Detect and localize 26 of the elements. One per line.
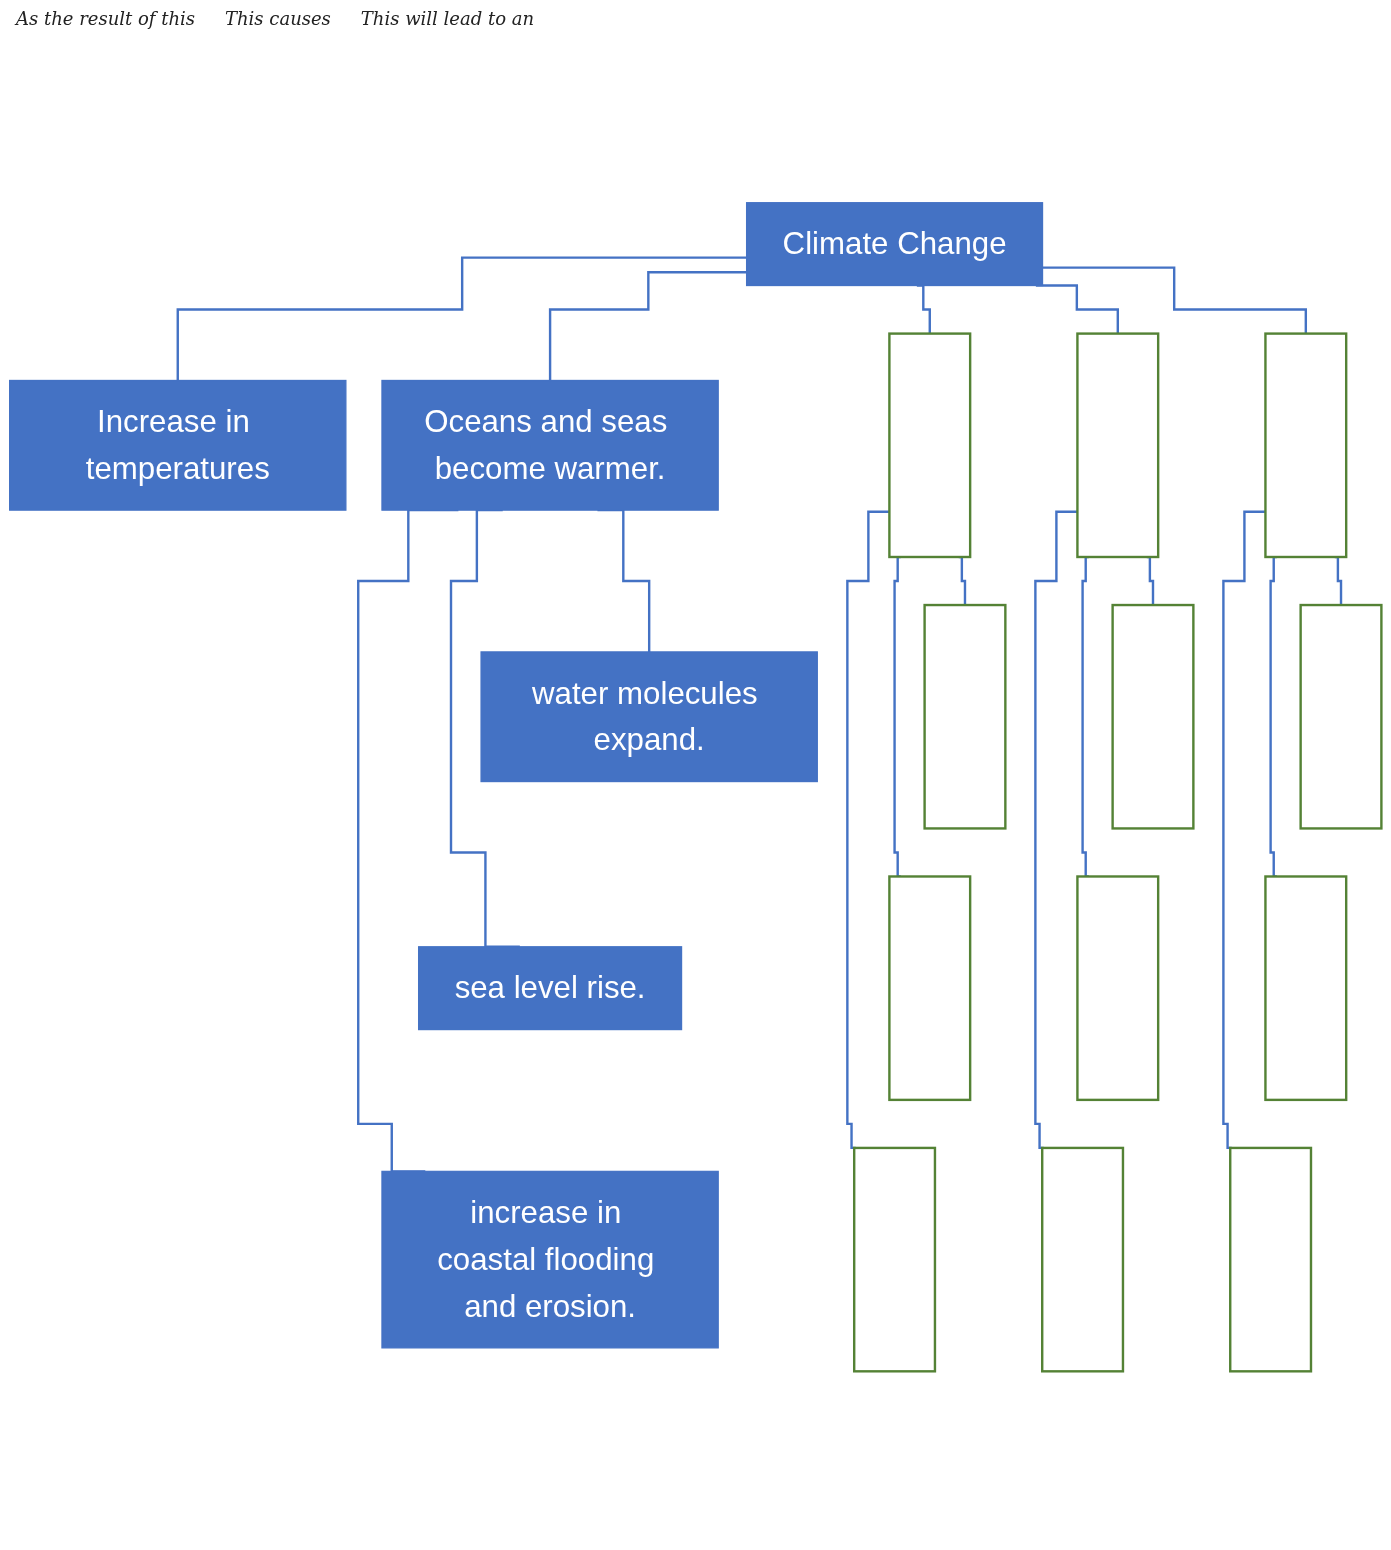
node-box: [888, 332, 972, 559]
node-box: [853, 1146, 937, 1373]
node-box: Oceans and seas become warmer.: [381, 379, 719, 511]
node-box: [1076, 332, 1160, 559]
node-box: [1111, 603, 1195, 830]
node-box: [1076, 875, 1160, 1102]
node-box: [1229, 1146, 1313, 1373]
node-box: Increase in temperatures: [9, 379, 347, 511]
node-box: [1264, 875, 1348, 1102]
note-text: This causes: [225, 8, 331, 29]
node-box: Climate Change: [746, 202, 1044, 287]
node-box: [923, 603, 1007, 830]
connector: [548, 271, 747, 382]
node-box: sea level rise.: [418, 946, 683, 1031]
connector: [846, 510, 890, 1150]
connector: [176, 256, 747, 382]
node-box: increase in coastal flooding and erosion.: [381, 1170, 719, 1349]
node-box: [1264, 332, 1348, 559]
connector: [1222, 510, 1266, 1150]
note-text: As the result of this: [16, 8, 195, 29]
node-box: [1041, 1146, 1125, 1373]
connector: [1034, 510, 1078, 1150]
node-box: water molecules expand.: [480, 651, 818, 783]
node-box: [888, 875, 972, 1102]
note-text: This will lead to an: [360, 8, 535, 29]
node-box: [1299, 603, 1383, 830]
